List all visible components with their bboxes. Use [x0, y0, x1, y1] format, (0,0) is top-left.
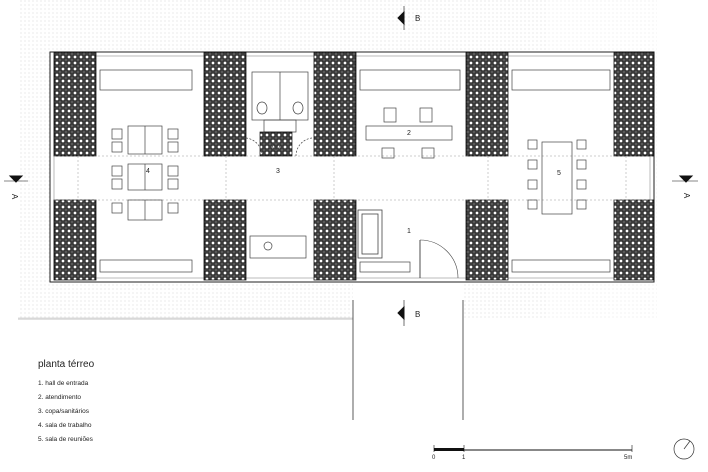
section-arrows — [4, 6, 698, 326]
room-number-4: 4 — [146, 168, 150, 175]
sanitary-fixtures-room-3 — [245, 71, 313, 259]
scale-label-end: 5m — [624, 455, 633, 461]
section-label-b-bottom: B — [415, 310, 421, 319]
window-benches — [99, 69, 611, 273]
scale-label-start: 0 — [432, 455, 436, 461]
room-number-3: 3 — [276, 168, 280, 175]
legend-item: 5. sala de reuniões — [38, 436, 93, 443]
room-number-2: 2 — [407, 130, 411, 137]
legend-item: 4. sala de trabalho — [38, 422, 92, 429]
entrance-path — [352, 278, 464, 420]
scale-bar-graphic — [433, 445, 633, 452]
section-label-a-right: A — [682, 192, 692, 199]
legend-list: 1. hall de entrada 2. atendimento 3. cop… — [38, 380, 93, 450]
legend-item: 3. copa/sanitários — [38, 408, 89, 415]
brick-piers — [53, 51, 655, 281]
plan-title: planta térreo — [38, 359, 95, 370]
structure-dashed-lines — [54, 155, 654, 201]
hall-furniture-room-1 — [357, 209, 459, 279]
section-label-a-left: A — [10, 193, 20, 200]
legend-item: 1. hall de entrada — [38, 380, 89, 387]
meeting-table-room-5 — [527, 139, 587, 215]
north-arrow-icon — [673, 438, 695, 460]
section-label-b-top: B — [415, 14, 421, 23]
room-number-1: 1 — [407, 228, 411, 235]
reception-desk-room-2 — [365, 107, 453, 159]
legend-item: 2. atendimento — [38, 394, 82, 401]
room-number-5: 5 — [557, 170, 561, 177]
scale-label-mid: 1 — [462, 455, 466, 461]
workstations-room-4 — [111, 125, 179, 221]
